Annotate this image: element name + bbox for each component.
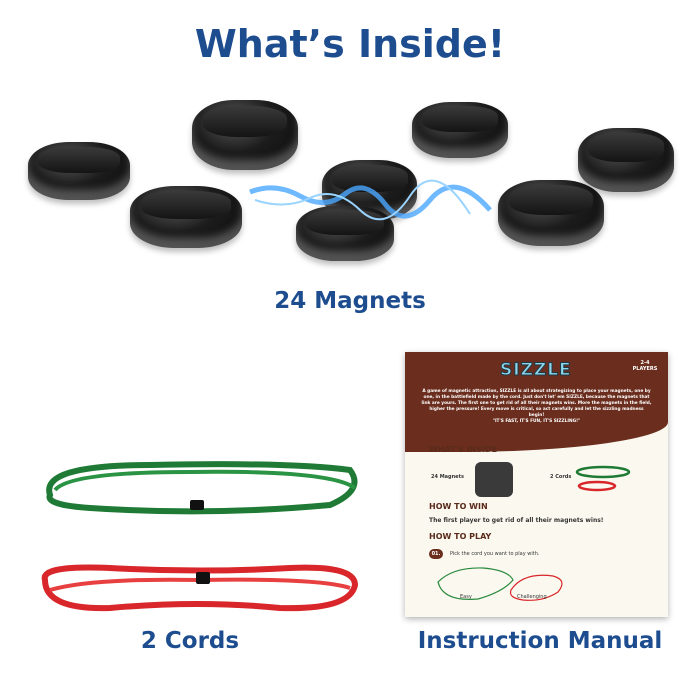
cord-lock xyxy=(196,572,210,584)
how-to-play-heading: HOW TO PLAY xyxy=(429,532,492,541)
tagline: "IT'S FAST, IT'S FUN, IT'S SIZZLING!" xyxy=(492,419,581,424)
magnets-label: 24 Magnets xyxy=(274,288,426,314)
manual-cords: 2 Cords xyxy=(550,474,572,480)
sizzle-logo: SIZZLE xyxy=(500,360,572,381)
cords-label: 2 Cords xyxy=(140,628,240,654)
step-number: 01. xyxy=(429,549,443,559)
magnet xyxy=(498,180,604,246)
manual-label: Instruction Manual xyxy=(417,628,663,654)
manual-magnets: 24 Magnets xyxy=(431,474,464,480)
magnet xyxy=(296,206,394,261)
magnet xyxy=(578,128,674,192)
players-count: 2-4 PLAYERS xyxy=(632,360,658,372)
how-to-win-heading: HOW TO WIN xyxy=(429,502,488,511)
cord-lock xyxy=(190,500,204,510)
easy-label: Easy xyxy=(460,594,472,600)
win-text: The first player to get rid of all their… xyxy=(429,517,604,524)
magnet xyxy=(192,100,298,170)
whats-inside-heading: WHAT'S INSIDE xyxy=(429,445,498,454)
page-title: What’s Inside! xyxy=(194,22,506,66)
instruction-manual: SIZZLE 2-4 PLAYERS A game of magnetic at… xyxy=(405,352,668,617)
mini-cords xyxy=(575,465,631,492)
cords-image xyxy=(41,461,359,612)
step-text: Pick the cord you want to play with. xyxy=(450,551,540,557)
magnet xyxy=(412,102,508,158)
challenging-label: Challenging xyxy=(517,594,547,600)
green-cord xyxy=(46,461,358,515)
magnet-stack xyxy=(475,462,513,497)
magnet xyxy=(28,142,130,200)
manual-header xyxy=(405,352,668,452)
description-text: A game of magnetic attraction, SIZZLE is… xyxy=(421,389,652,418)
cord-shapes xyxy=(437,567,563,601)
manual-description: A game of magnetic attraction, SIZZLE is… xyxy=(421,389,652,425)
magnet xyxy=(130,186,242,248)
